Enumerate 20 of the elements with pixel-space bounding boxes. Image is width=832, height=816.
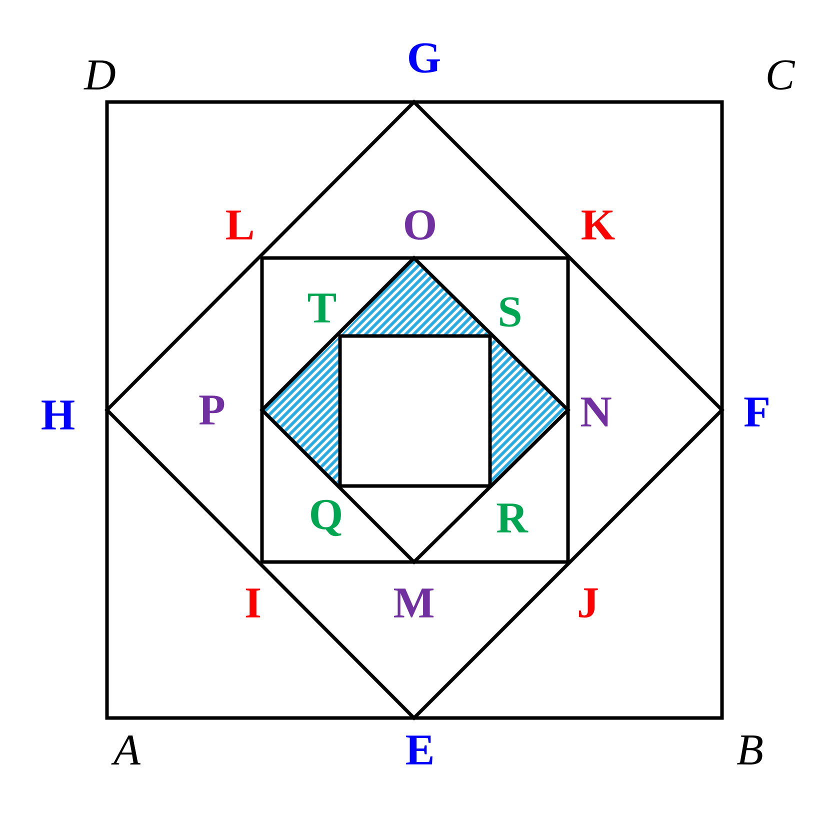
point-label: Q [311, 500, 342, 536]
point-label: N [580, 398, 612, 426]
point-label: M [394, 588, 434, 618]
point-label: A [111, 736, 141, 765]
point-label: B [736, 736, 762, 764]
point-label: E [406, 736, 432, 764]
point-label: I [246, 588, 260, 618]
point-label: G [409, 43, 440, 73]
point-label: P [199, 396, 224, 424]
point-label: D [84, 60, 116, 90]
point-label: C [768, 60, 796, 90]
point-label: S [500, 297, 520, 327]
point-label: J [578, 588, 598, 618]
point-label: H [42, 400, 74, 430]
point-label: F [744, 398, 768, 426]
point-label: O [405, 210, 435, 240]
point-label: R [496, 504, 528, 532]
point-label: T [308, 294, 336, 322]
point-label: K [582, 210, 615, 240]
point-label: L [226, 210, 253, 240]
